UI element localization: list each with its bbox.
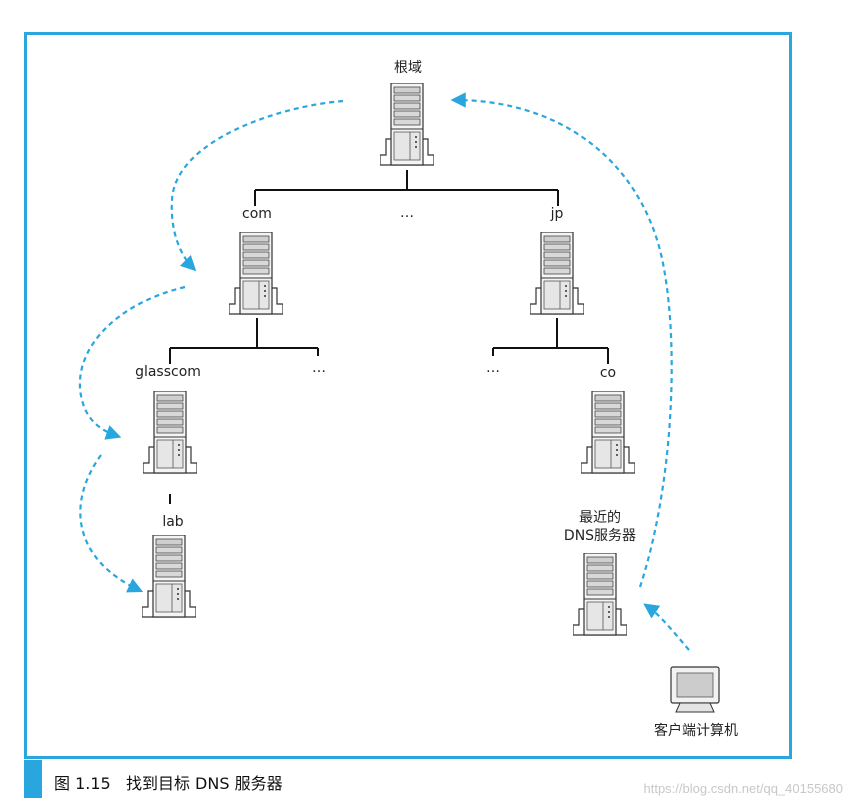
client-computer-icon xyxy=(670,666,720,713)
nearest-dns-label-line1: 最近的 xyxy=(579,510,621,526)
arrow-nearest-to-root xyxy=(450,92,673,588)
co-server-icon xyxy=(581,391,635,474)
jp-label: jp xyxy=(550,206,564,222)
caption-accent-bar xyxy=(24,760,42,798)
watermark: https://blog.csdn.net/qq_40155680 xyxy=(643,781,844,796)
figure-caption: 图 1.15 找到目标 DNS 服务器 xyxy=(54,774,283,793)
com-ellipsis-label: … xyxy=(312,360,326,376)
com-server-icon xyxy=(229,232,283,315)
root-server-icon xyxy=(380,83,434,166)
lab-label: lab xyxy=(162,514,183,530)
arrow-root-to-com xyxy=(170,99,344,272)
lab-server-icon xyxy=(142,535,196,618)
tree-connectors xyxy=(169,170,609,504)
root-label: 根域 xyxy=(394,60,422,76)
com-label: com xyxy=(242,206,272,222)
arrow-com-to-glasscom xyxy=(78,285,186,440)
nearest-dns-label-line2: DNS服务器 xyxy=(564,528,636,544)
root-ellipsis-label: … xyxy=(400,205,414,221)
client-label: 客户端计算机 xyxy=(654,722,738,739)
arrow-client-to-nearest xyxy=(643,603,690,651)
jp-server-icon xyxy=(530,232,584,315)
co-label: co xyxy=(600,365,616,381)
figure-frame xyxy=(24,32,792,759)
glasscom-label: glasscom xyxy=(135,364,201,380)
query-arrows xyxy=(78,92,690,651)
nearest-dns-server-icon xyxy=(573,553,627,636)
jp-ellipsis-label: … xyxy=(486,360,500,376)
arrow-glasscom-to-lab xyxy=(79,454,144,593)
glasscom-server-icon xyxy=(143,391,197,474)
